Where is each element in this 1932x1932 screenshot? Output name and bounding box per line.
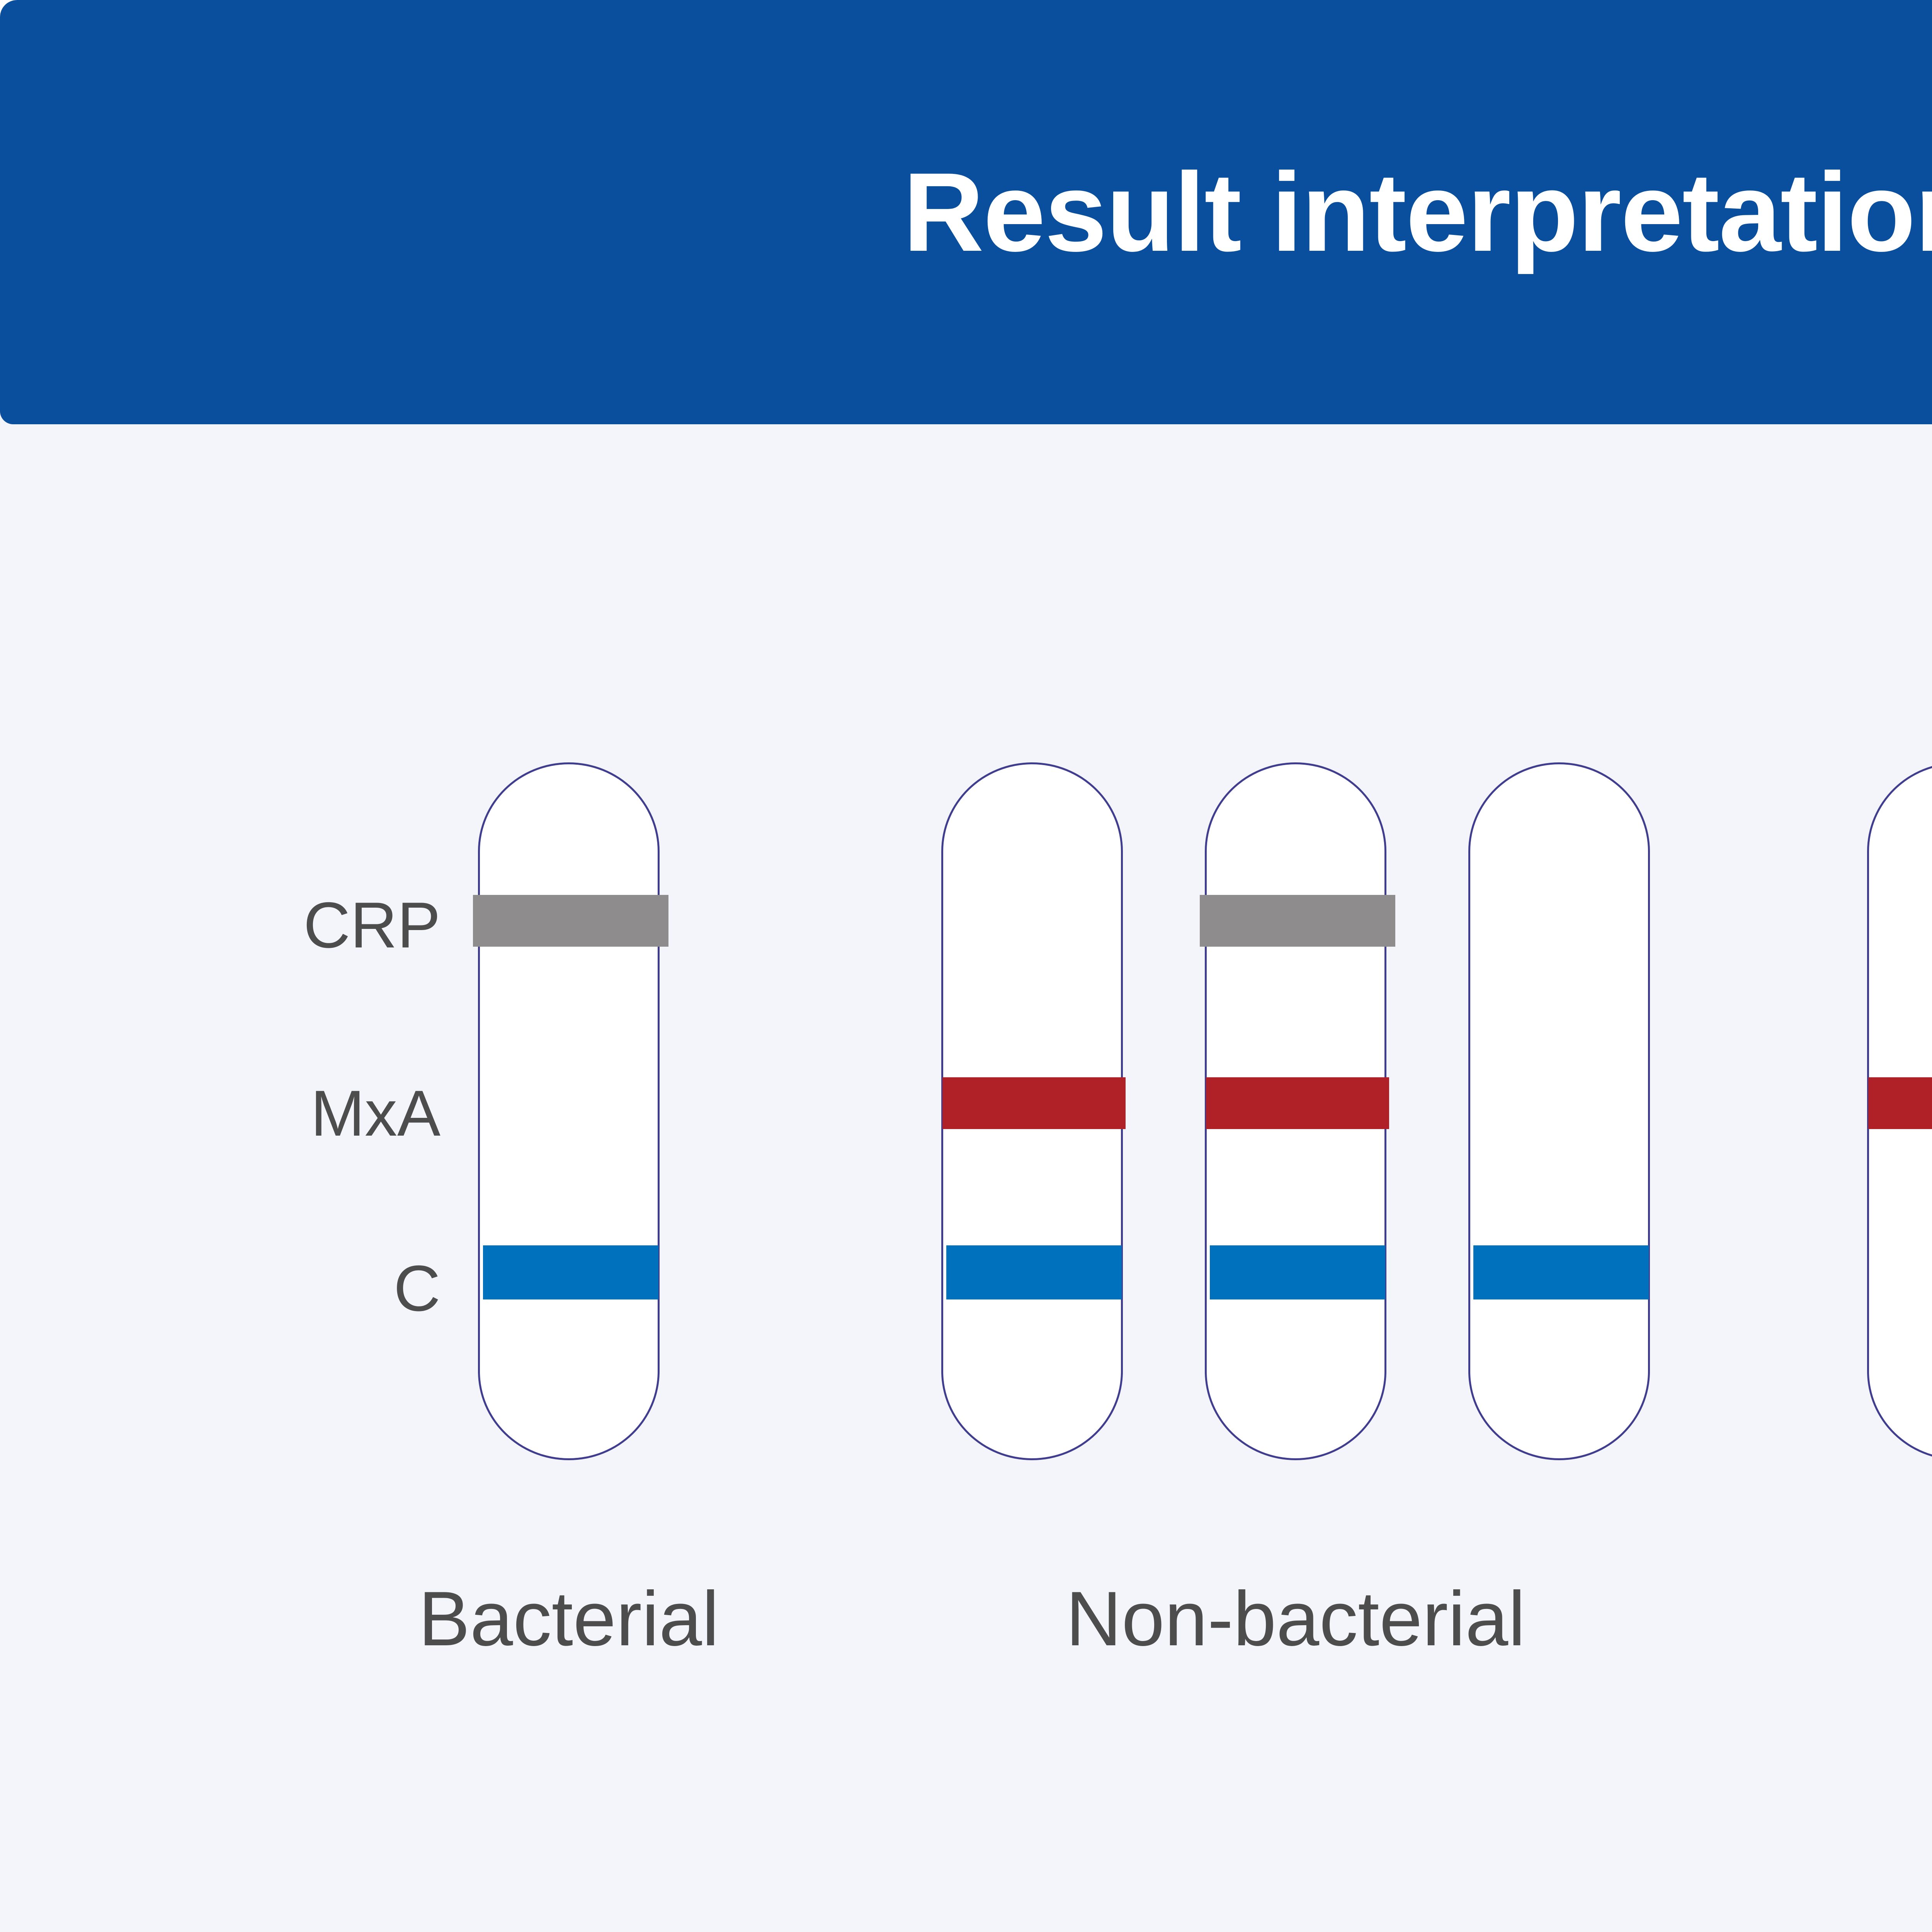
mxa-band (942, 1077, 1126, 1129)
test-strip (941, 762, 1126, 1460)
mxa-band (1868, 1077, 1932, 1129)
test-strip (1867, 762, 1932, 1460)
page-title: Result interpretation (903, 150, 1932, 275)
control-band (1210, 1245, 1385, 1299)
test-strip (1200, 762, 1395, 1460)
group-label-non-bacterial: Non-bacterial (1066, 1576, 1526, 1662)
control-band (1473, 1245, 1649, 1299)
mxa-band (1206, 1077, 1389, 1129)
test-strip (473, 762, 668, 1460)
control-band (483, 1245, 658, 1299)
test-strip (1468, 762, 1650, 1460)
group-label-bacterial: Bacterial (418, 1576, 719, 1662)
card-header: Result interpretation (0, 0, 1932, 424)
control-band (946, 1245, 1122, 1299)
crp-band (473, 895, 668, 947)
crp-band (1200, 895, 1395, 947)
